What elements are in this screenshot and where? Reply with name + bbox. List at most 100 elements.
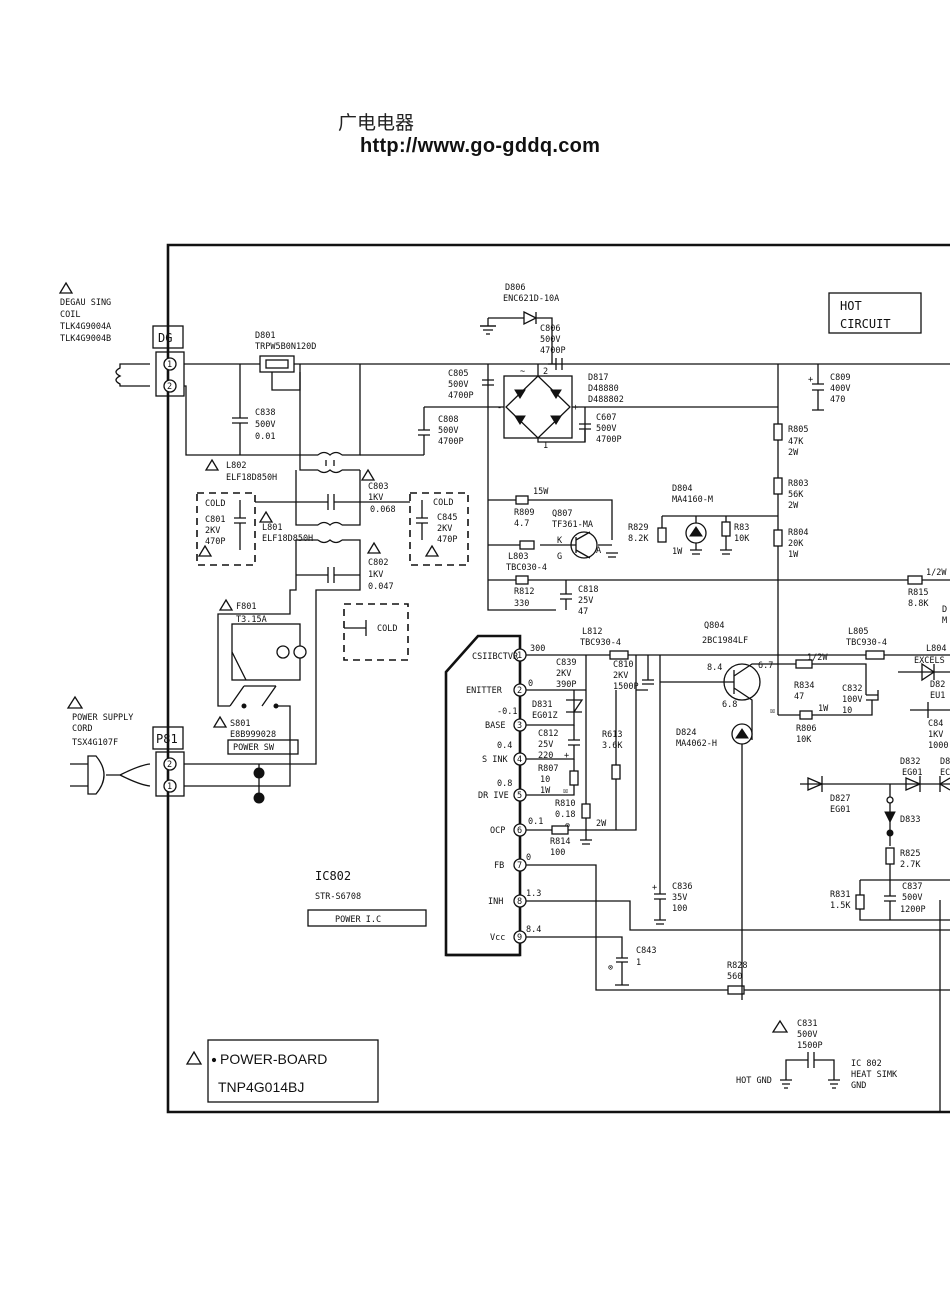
svg-text:COIL: COIL xyxy=(60,310,80,320)
q807-leads xyxy=(540,531,591,559)
svg-text:1/2W: 1/2W xyxy=(807,653,828,663)
svg-text:D48880: D48880 xyxy=(588,384,619,394)
svg-text:IC802: IC802 xyxy=(315,869,351,883)
svg-text:EC: EC xyxy=(940,768,950,778)
l803-wires xyxy=(487,500,950,611)
svg-text:9: 9 xyxy=(517,933,522,943)
svg-text:C607: C607 xyxy=(596,413,616,423)
warning-icon xyxy=(218,598,234,611)
r810-resistor xyxy=(580,690,592,845)
header-url[interactable]: http://www.go-gddq.com xyxy=(360,135,601,157)
svg-text:ENC621D-10A: ENC621D-10A xyxy=(503,294,559,304)
svg-text:HOT: HOT xyxy=(840,299,862,313)
wire-dg-return xyxy=(184,385,318,456)
svg-text:L812: L812 xyxy=(582,627,602,637)
ic-pin-9: 9 Vcc 8.4 xyxy=(490,925,541,944)
svg-text:1W: 1W xyxy=(540,786,551,796)
svg-text:R812: R812 xyxy=(514,587,534,597)
svg-text:2W: 2W xyxy=(788,501,799,511)
svg-text:0.01: 0.01 xyxy=(255,432,275,442)
svg-text:-0.1: -0.1 xyxy=(497,707,517,717)
svg-text:8.4: 8.4 xyxy=(526,925,541,935)
svg-text:4: 4 xyxy=(517,755,522,765)
svg-text:DR IVE: DR IVE xyxy=(478,791,509,801)
svg-text:2KV: 2KV xyxy=(556,669,571,679)
pin2-wire xyxy=(526,655,587,691)
svg-text:D488802: D488802 xyxy=(588,395,624,405)
svg-text:300: 300 xyxy=(530,644,545,654)
svg-text:L803: L803 xyxy=(508,552,528,562)
svg-text:0.068: 0.068 xyxy=(370,505,396,515)
svg-text:EXCELS: EXCELS xyxy=(914,656,945,666)
svg-text:1.3: 1.3 xyxy=(526,889,541,899)
svg-text:470: 470 xyxy=(830,395,845,405)
svg-text:8.8K: 8.8K xyxy=(908,599,929,609)
r83-resistor xyxy=(721,521,731,537)
svg-text:TLK4G9004B: TLK4G9004B xyxy=(60,334,111,344)
svg-text:MA4062-H: MA4062-H xyxy=(676,739,717,749)
svg-text:C832: C832 xyxy=(842,684,862,694)
svg-text:4700P: 4700P xyxy=(596,435,622,445)
svg-text:1W: 1W xyxy=(672,547,683,557)
svg-text:STR-S6708: STR-S6708 xyxy=(315,892,361,902)
power-switch[interactable] xyxy=(184,685,291,787)
r807-wire xyxy=(526,759,575,796)
svg-text:2KV: 2KV xyxy=(613,671,628,681)
ic-pin-7: 7 FB0 xyxy=(494,853,531,872)
svg-text:F801: F801 xyxy=(236,602,256,612)
header-chinese-title: 广电电器 xyxy=(338,112,415,134)
svg-text:4700P: 4700P xyxy=(540,346,566,356)
svg-text:1W: 1W xyxy=(818,704,829,714)
svg-text:56K: 56K xyxy=(788,490,804,500)
svg-text:CIRCUIT: CIRCUIT xyxy=(840,317,891,331)
d833-diode xyxy=(884,811,896,824)
svg-text:470P: 470P xyxy=(205,537,225,547)
svg-text:R806: R806 xyxy=(796,724,816,734)
board-outline xyxy=(166,243,950,1114)
svg-text:C845: C845 xyxy=(437,513,457,523)
svg-text:⊗: ⊗ xyxy=(608,963,613,973)
c805-cap xyxy=(482,379,494,386)
svg-text:C802: C802 xyxy=(368,558,388,568)
degauss-coil-symbol xyxy=(115,363,150,387)
svg-text:47: 47 xyxy=(794,692,804,702)
svg-text:L804: L804 xyxy=(926,644,946,654)
r809-wire xyxy=(488,499,613,540)
svg-text:COLD: COLD xyxy=(433,498,453,508)
svg-text:C803: C803 xyxy=(368,482,388,492)
svg-text:500V: 500V xyxy=(438,426,458,436)
r805-resistor xyxy=(773,423,783,441)
c801-cold-box: COLD C801 2KV 470P xyxy=(196,492,256,566)
l812-coil xyxy=(609,650,629,660)
svg-text:M: M xyxy=(942,616,947,626)
c803-cap xyxy=(327,494,335,510)
r804-resistor xyxy=(773,529,783,547)
c809-cap xyxy=(812,364,824,411)
svg-text:Vcc: Vcc xyxy=(490,933,505,943)
r834-wire xyxy=(768,663,867,695)
svg-text:DG: DG xyxy=(158,331,172,345)
svg-text:10: 10 xyxy=(540,775,550,785)
svg-text:R804: R804 xyxy=(788,528,808,538)
svg-text:INH: INH xyxy=(488,897,503,907)
q804-leads xyxy=(706,663,768,740)
svg-text:L805: L805 xyxy=(848,627,868,637)
svg-text:R815: R815 xyxy=(908,588,928,598)
plug-icon xyxy=(70,755,151,795)
svg-text:-: - xyxy=(497,403,502,413)
svg-text:S INK: S INK xyxy=(482,755,508,765)
d824-triangle xyxy=(735,728,749,739)
svg-text:7: 7 xyxy=(517,861,522,871)
svg-text:R814: R814 xyxy=(550,837,570,847)
svg-text:8: 8 xyxy=(517,897,522,907)
svg-text:D: D xyxy=(942,605,947,615)
r834-resistor xyxy=(795,659,813,669)
svg-text:1/2W: 1/2W xyxy=(926,568,947,578)
svg-text:TF361-MA: TF361-MA xyxy=(552,520,593,530)
svg-text:HEAT SIMK: HEAT SIMK xyxy=(851,1070,898,1080)
svg-text:D827: D827 xyxy=(830,794,850,804)
svg-text:R829: R829 xyxy=(628,523,648,533)
svg-text:TNP4G014BJ: TNP4G014BJ xyxy=(218,1079,304,1095)
svg-text:330: 330 xyxy=(514,599,529,609)
